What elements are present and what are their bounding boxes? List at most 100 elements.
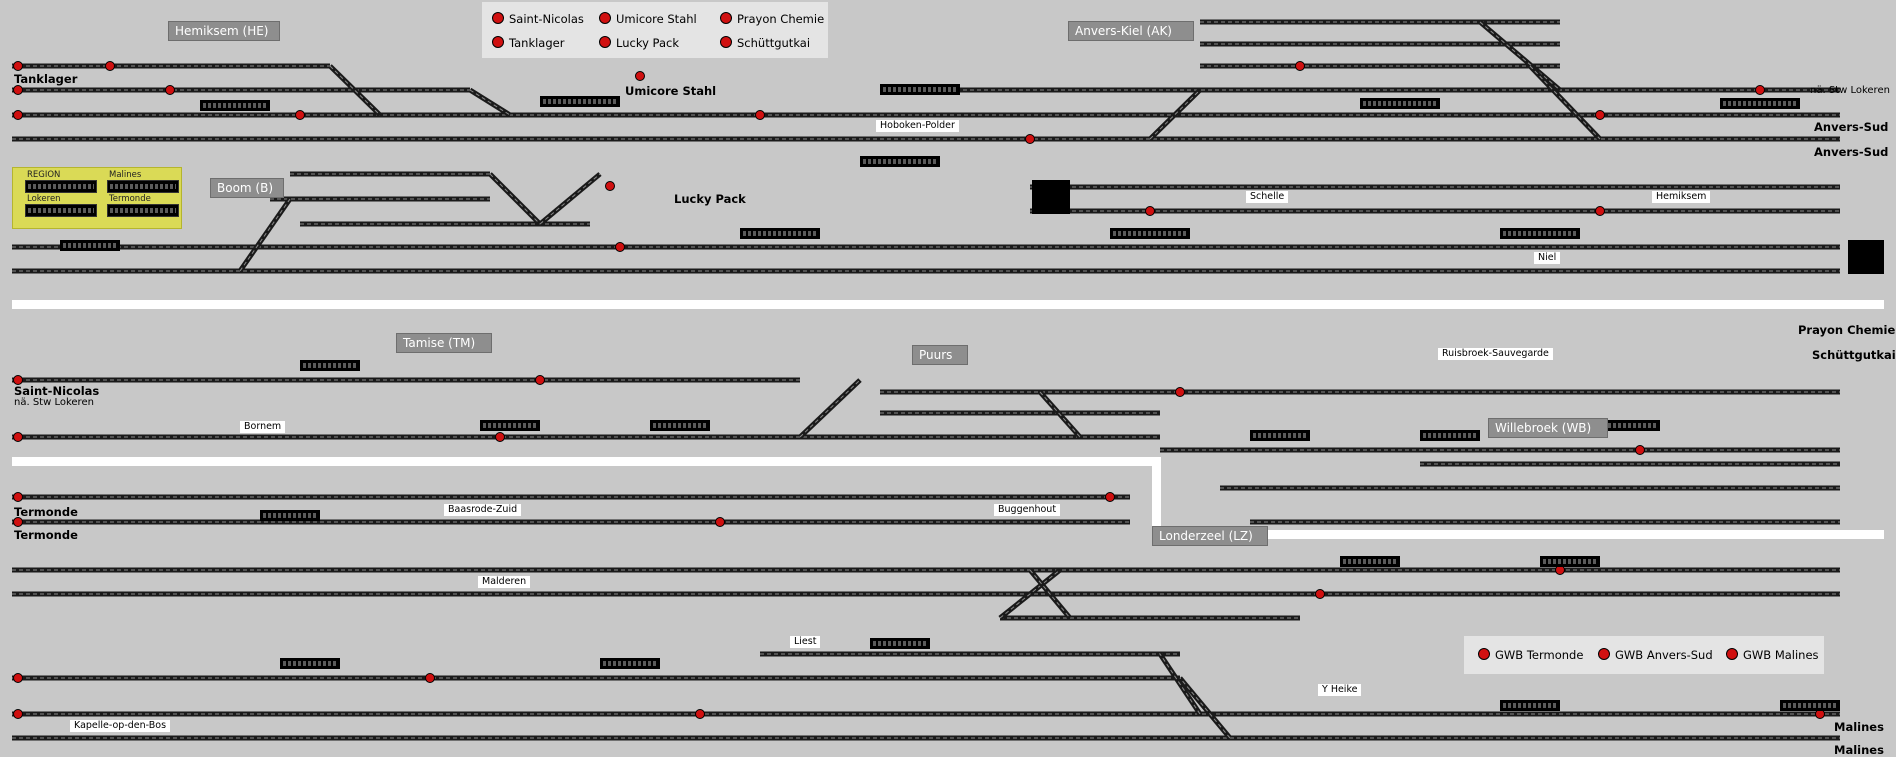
signal[interactable] — [605, 181, 615, 191]
track-segment — [1479, 21, 1561, 91]
train-display — [1258, 433, 1261, 438]
signal[interactable] — [535, 375, 545, 385]
signal[interactable] — [1315, 589, 1325, 599]
train-display — [668, 423, 671, 428]
separator-band — [12, 457, 1152, 466]
signal[interactable] — [615, 242, 625, 252]
train-display — [643, 661, 646, 666]
signal[interactable] — [105, 61, 115, 71]
signal[interactable] — [635, 71, 645, 81]
train-display — [908, 159, 911, 164]
train-display — [1568, 231, 1571, 236]
train-display — [1523, 231, 1526, 236]
signal[interactable] — [13, 709, 23, 719]
train-display — [903, 641, 906, 646]
train-display — [1558, 559, 1561, 564]
train-display — [1288, 433, 1291, 438]
area-tag-willebroek: Willebroek (WB) — [1488, 418, 1608, 438]
region-display[interactable] — [25, 180, 97, 193]
train-display — [1648, 423, 1651, 428]
train-display — [1503, 231, 1506, 236]
train-display — [1513, 703, 1516, 708]
lokeren-display[interactable] — [25, 204, 97, 217]
train-display — [1753, 101, 1756, 106]
place-anvers-sud: Anvers-Sud — [1814, 145, 1889, 159]
train-display — [1533, 703, 1536, 708]
train-display — [228, 103, 231, 108]
termonde-display[interactable] — [107, 204, 179, 217]
place-anvers-sud: Anvers-Sud — [1814, 120, 1889, 134]
signal[interactable] — [13, 517, 23, 527]
signal[interactable] — [1295, 61, 1305, 71]
train-display — [663, 423, 666, 428]
signal[interactable] — [495, 432, 505, 442]
signal[interactable] — [295, 110, 305, 120]
train-display — [1793, 101, 1796, 106]
train-display — [1518, 231, 1521, 236]
signal[interactable] — [13, 375, 23, 385]
train-display — [508, 423, 511, 428]
train-display — [1398, 101, 1401, 106]
train-display — [1773, 101, 1776, 106]
train-display — [888, 87, 891, 92]
train-display — [1823, 703, 1826, 708]
train-display — [1763, 101, 1766, 106]
train-display — [883, 159, 886, 164]
signal[interactable] — [13, 673, 23, 683]
signal[interactable] — [13, 85, 23, 95]
legend-gwb-termonde[interactable]: GWB Termonde — [1478, 648, 1583, 662]
signal[interactable] — [1635, 445, 1645, 455]
legend-gwb-anvers-sud[interactable]: GWB Anvers-Sud — [1598, 648, 1713, 662]
train-display — [1798, 703, 1801, 708]
train-display — [1503, 703, 1506, 708]
termonde-label: Termonde — [109, 194, 151, 204]
legend-schuttgutkai[interactable]: Schüttgutkai — [720, 36, 810, 50]
place-lucky-pack: Lucky Pack — [674, 192, 746, 206]
train-display — [83, 243, 86, 248]
region-panel: REGION Malines Lokeren Termonde — [12, 167, 182, 229]
train-display — [1818, 703, 1821, 708]
train-display — [1523, 703, 1526, 708]
signal[interactable] — [715, 517, 725, 527]
train-display — [638, 661, 641, 666]
area-tag-boom: Boom (B) — [210, 178, 284, 198]
area-tag-hemiksem: Hemiksem (HE) — [168, 21, 280, 41]
track-segment — [1179, 677, 1231, 739]
malines-display[interactable] — [107, 180, 179, 193]
legend-gwb-malines[interactable]: GWB Malines — [1726, 648, 1819, 662]
train-display — [93, 243, 96, 248]
signal[interactable] — [1755, 85, 1765, 95]
signal[interactable] — [13, 432, 23, 442]
legend-lucky-pack[interactable]: Lucky Pack — [599, 36, 679, 50]
train-display — [908, 641, 911, 646]
train-display — [918, 87, 921, 92]
train-display — [1653, 423, 1656, 428]
train-display — [1363, 559, 1366, 564]
train-display — [1733, 101, 1736, 106]
signal[interactable] — [1105, 492, 1115, 502]
signal[interactable] — [13, 492, 23, 502]
signal[interactable] — [1595, 206, 1605, 216]
legend-umicore-stahl[interactable]: Umicore Stahl — [599, 12, 697, 26]
signal[interactable] — [165, 85, 175, 95]
train-display — [98, 243, 101, 248]
signal[interactable] — [425, 673, 435, 683]
train-display — [1783, 101, 1786, 106]
signal[interactable] — [1145, 206, 1155, 216]
signal[interactable] — [13, 61, 23, 71]
train-display — [933, 159, 936, 164]
legend-prayon-chemie[interactable]: Prayon Chemie — [720, 12, 824, 26]
signal[interactable] — [13, 110, 23, 120]
train-display — [953, 87, 956, 92]
train-display — [1463, 433, 1466, 438]
train-display — [113, 243, 116, 248]
signal[interactable] — [695, 709, 705, 719]
legend-tanklager[interactable]: Tanklager — [492, 36, 564, 50]
signal[interactable] — [1175, 387, 1185, 397]
train-display — [1583, 559, 1586, 564]
legend-saint-nicolas[interactable]: Saint-Nicolas — [492, 12, 584, 26]
signal[interactable] — [1595, 110, 1605, 120]
train-display — [263, 513, 266, 518]
signal[interactable] — [755, 110, 765, 120]
signal[interactable] — [1025, 134, 1035, 144]
